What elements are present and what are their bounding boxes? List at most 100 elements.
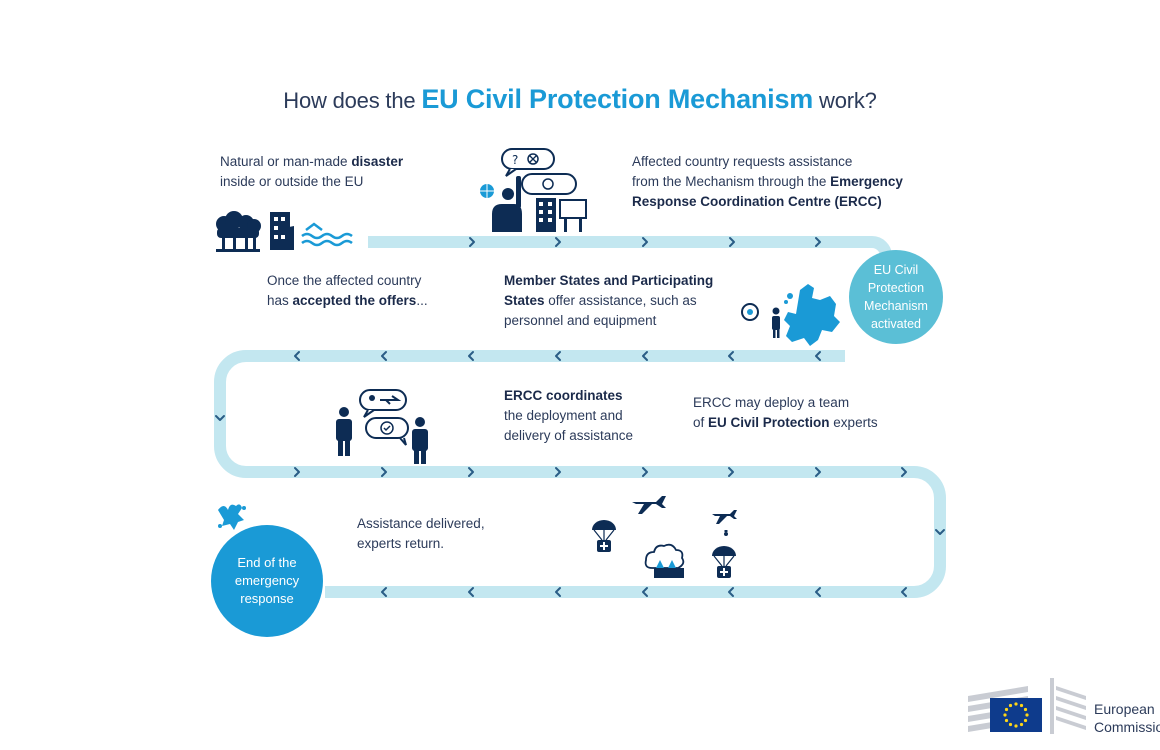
disaster-icons — [216, 211, 353, 252]
step-request-assistance: Affected country requests assistance fro… — [632, 152, 903, 212]
step-delivered-line1: Assistance delivered, — [357, 516, 485, 531]
flow-arrow — [469, 237, 475, 247]
flow-arrow — [901, 587, 907, 597]
flow-arrow — [555, 237, 561, 247]
step-deploy-bold: EU Civil Protection — [708, 415, 830, 430]
flow-arrow — [815, 587, 821, 597]
european-commission-logo — [968, 678, 1086, 734]
step-request-line1: Affected country requests assistance — [632, 154, 853, 169]
flow-arrow — [555, 351, 561, 361]
flow-arrow — [728, 467, 734, 477]
step-offer-line3: personnel and equipment — [504, 313, 657, 328]
eu-star — [1023, 718, 1028, 723]
title-highlight: EU Civil Protection Mechanism — [421, 84, 814, 114]
step-deploy-experts: ERCC may deploy a team of EU Civil Prote… — [693, 393, 878, 433]
flow-arrow — [642, 467, 648, 477]
flow-arrow — [468, 587, 474, 597]
end-line2: emergency — [234, 573, 300, 588]
end-of-response-circle: End of the emergency response — [211, 525, 323, 637]
europe-map-icon — [741, 284, 840, 346]
step-deploy-line1: ERCC may deploy a team — [693, 395, 850, 410]
flow-arrow — [729, 237, 735, 247]
flow-arrow — [901, 467, 907, 477]
eu-star — [1014, 724, 1018, 728]
aid-delivery-icons — [592, 496, 737, 578]
flow-arrow — [381, 467, 387, 477]
flow-arrow — [555, 467, 561, 477]
eu-star — [1003, 713, 1007, 717]
logo-text: European Commission — [1094, 700, 1160, 736]
trees-icon — [216, 211, 261, 252]
step-request-line2: from the Mechanism through the — [632, 174, 831, 189]
step-disaster-line2: inside or outside the EU — [220, 174, 364, 189]
end-line3: response — [240, 591, 294, 606]
office-building-icon — [536, 198, 587, 232]
flow-arrow — [815, 351, 821, 361]
flow-arrow — [728, 587, 734, 597]
smoke-icon — [644, 543, 685, 578]
eu-star — [1008, 722, 1013, 727]
globe-icon — [480, 184, 494, 198]
flow-arrow — [468, 467, 474, 477]
flow-arrow — [935, 529, 945, 535]
step-disaster-text: Natural or man-made — [220, 154, 352, 169]
title-suffix: work? — [813, 88, 877, 113]
flow-arrow — [642, 587, 648, 597]
person-icon — [741, 303, 780, 338]
circle-line4: activated — [870, 317, 921, 331]
flow-arrow — [642, 237, 648, 247]
step-coord-bold: ERCC coordinates — [504, 388, 623, 403]
flow-arrow — [381, 587, 387, 597]
logo-line1: European — [1094, 701, 1155, 717]
eu-star — [1025, 713, 1029, 717]
flow-arrow — [815, 467, 821, 477]
chat-bubble-icon — [521, 173, 577, 195]
flow-arrow — [381, 351, 387, 361]
building-icon — [270, 212, 294, 250]
step-accept-pre: has — [267, 293, 293, 308]
eu-star — [1023, 707, 1028, 712]
circle-line2: Protection — [867, 281, 925, 295]
flood-icon — [301, 222, 353, 247]
flow-arrow — [815, 237, 821, 247]
step-offers-accepted: Once the affected country has accepted t… — [267, 271, 428, 311]
eu-flag-icon — [990, 698, 1042, 732]
eu-star — [1019, 722, 1024, 727]
eu-star — [1004, 718, 1009, 723]
step-member-states-offer: Member States and Participating States o… — [504, 271, 713, 331]
eu-star — [1014, 702, 1018, 706]
step-deploy-post: experts — [829, 415, 878, 430]
step-coord-line2: the deployment and — [504, 408, 623, 423]
flow-arrow — [294, 351, 300, 361]
airplane-icon — [632, 496, 737, 536]
flow-arrow — [468, 351, 474, 361]
eu-star — [1008, 703, 1013, 708]
parachute-aid-icon — [592, 520, 736, 578]
svg-text:?: ? — [512, 153, 518, 167]
step-offer-bold: States — [504, 293, 545, 308]
step-delivered-line2: experts return. — [357, 536, 445, 551]
step-offer-line2: offer assistance, such as — [544, 293, 697, 308]
step-disaster: Natural or man-made disaster inside or o… — [220, 152, 403, 192]
question-bubble-icon: ? — [501, 148, 555, 177]
eu-star — [1019, 703, 1024, 708]
request-icons: ? — [480, 148, 587, 232]
flow-arrow — [728, 351, 734, 361]
eu-star — [1004, 707, 1009, 712]
page-title: How does the EU Civil Protection Mechani… — [0, 84, 1160, 115]
end-line1: End of the — [237, 555, 297, 570]
logo-line2: Commission — [1094, 719, 1160, 735]
step-offer-line1: Member States and Participating — [504, 273, 714, 288]
step-request-ercc: Response Coordination Centre (ERCC) — [632, 194, 882, 209]
people-talking-icon — [336, 389, 428, 464]
title-prefix: How does the — [283, 88, 422, 113]
person-raising-hand-icon — [492, 176, 522, 232]
flow-arrow — [215, 415, 225, 421]
flow-arrow — [642, 351, 648, 361]
airplane-icon — [380, 395, 402, 405]
step-ercc-coordinates: ERCC coordinates the deployment and deli… — [504, 386, 633, 446]
circle-line1: EU Civil — [873, 263, 919, 277]
flow-arrow — [294, 467, 300, 477]
step-accept-line1: Once the affected country — [267, 273, 422, 288]
